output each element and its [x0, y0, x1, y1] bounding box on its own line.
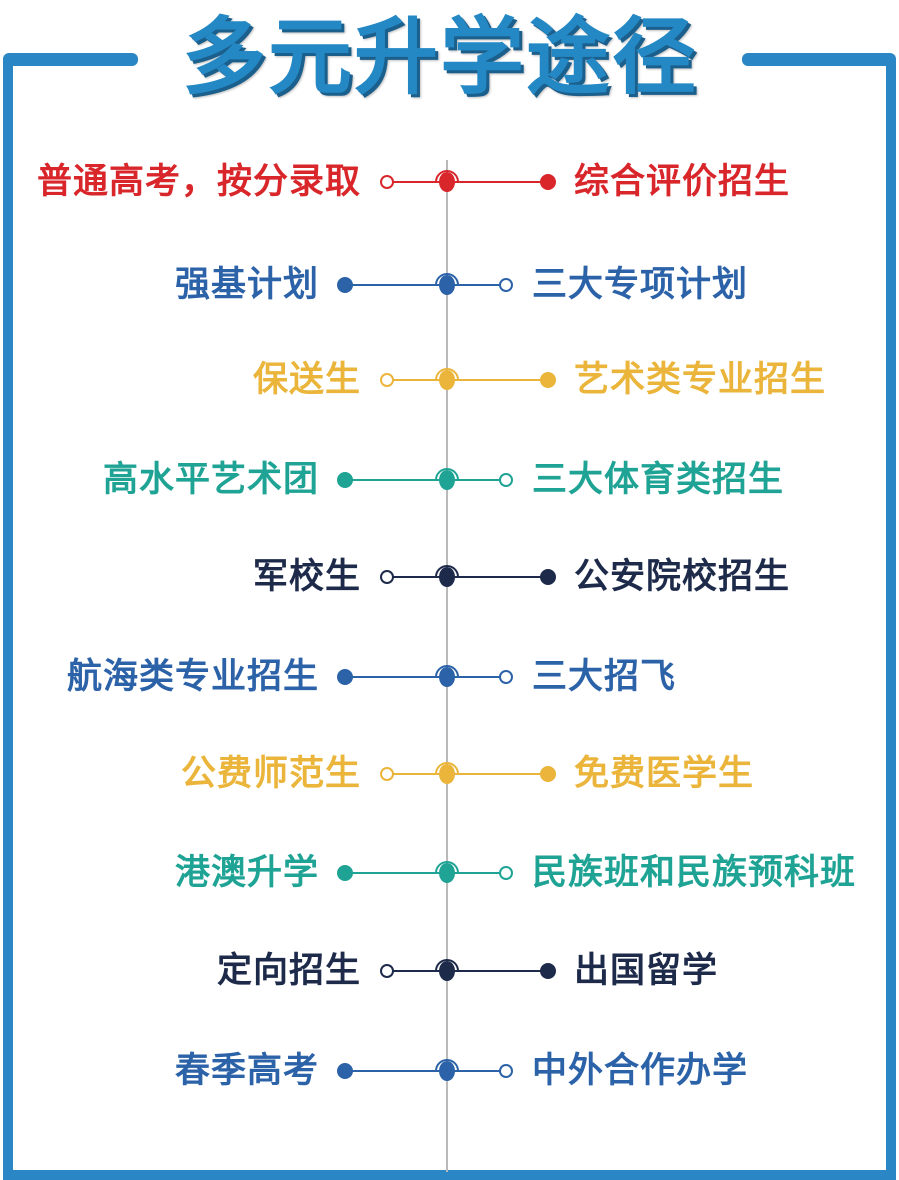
pathway-row: 春季高考 中外合作办学: [0, 1041, 899, 1101]
pathway-row: 港澳升学 民族班和民族预科班: [0, 843, 899, 903]
pathway-left-label: 保送生: [252, 360, 361, 400]
pathway-right-label: 民族班和民族预科班: [532, 853, 857, 893]
connector-icon: [380, 170, 556, 192]
connector-icon: [337, 273, 513, 295]
pathway-row: 强基计划 三大专项计划: [0, 255, 899, 315]
pathway-left-label: 公费师范生: [180, 754, 361, 794]
pathway-row: 普通高考，按分录取 综合评价招生: [0, 152, 899, 212]
frame-bottom-border: [3, 1170, 896, 1180]
pathway-row: 高水平艺术团 三大体育类招生: [0, 450, 899, 510]
pathway-right-label: 免费医学生: [574, 754, 755, 794]
pathway-right-label: 出国留学: [574, 951, 719, 991]
pathway-left-label: 普通高考，按分录取: [36, 162, 361, 202]
pathway-left-label: 军校生: [252, 557, 361, 597]
pathway-row: 定向招生 出国留学: [0, 941, 899, 1001]
pathway-left-label: 航海类专业招生: [66, 657, 319, 697]
pathway-row: 航海类专业招生 三大招飞: [0, 647, 899, 707]
pathway-right-label: 中外合作办学: [532, 1051, 749, 1091]
pathway-left-label: 港澳升学: [174, 853, 319, 893]
pathway-row: 保送生 艺术类专业招生: [0, 350, 899, 410]
pathway-right-label: 三大招飞: [532, 657, 677, 697]
frame-right-border: [886, 58, 896, 1180]
frame-left-border: [3, 58, 13, 1180]
connector-icon: [337, 861, 513, 883]
pathway-right-label: 三大体育类招生: [532, 460, 785, 500]
connector-icon: [380, 565, 556, 587]
connector-icon: [380, 959, 556, 981]
connector-icon: [337, 1059, 513, 1081]
connector-icon: [337, 468, 513, 490]
pathway-left-label: 高水平艺术团: [102, 460, 319, 500]
pathway-row: 公费师范生 免费医学生: [0, 744, 899, 804]
frame-top-left-bar: [3, 53, 138, 66]
pathway-right-label: 公安院校招生: [574, 557, 791, 597]
connector-icon: [380, 762, 556, 784]
pathway-left-label: 强基计划: [174, 265, 319, 305]
frame-top-right-bar: [742, 53, 896, 66]
connector-icon: [380, 368, 556, 390]
connector-icon: [337, 665, 513, 687]
pathway-right-label: 三大专项计划: [532, 265, 749, 305]
pathway-right-label: 综合评价招生: [574, 162, 791, 202]
page-title: 多元升学途径: [181, 8, 698, 106]
pathway-right-label: 艺术类专业招生: [574, 360, 827, 400]
pathway-left-label: 定向招生: [216, 951, 361, 991]
pathway-row: 军校生 公安院校招生: [0, 547, 899, 607]
pathway-left-label: 春季高考: [174, 1051, 319, 1091]
